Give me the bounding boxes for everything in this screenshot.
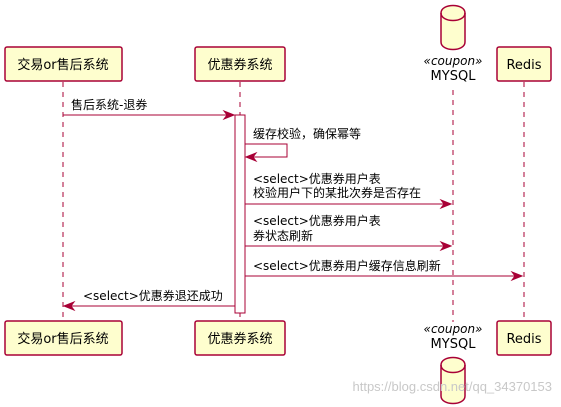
participant-mysql-label: MYSQL: [431, 337, 477, 352]
participant-mysql-bottom: «coupon» MYSQL: [424, 322, 483, 405]
message-label-line1: <select>优惠券用户表: [253, 213, 381, 228]
participant-redis-bottom: Redis: [496, 320, 552, 356]
participant-coupon-label: 优惠券系统: [207, 331, 272, 347]
message-label-line1: <select>优惠券用户表: [253, 171, 381, 186]
message-refresh-status: <select>优惠券用户表 券状态刷新: [245, 213, 453, 252]
participant-coupon-label: 优惠券系统: [207, 57, 272, 73]
message-verify-coupon: <select>优惠券用户表 校验用户下的某批次券是否存在: [245, 171, 453, 210]
participant-redis-label: Redis: [506, 58, 541, 73]
participant-trade-top: 交易or售后系统: [4, 46, 123, 82]
message-label-line2: 券状态刷新: [253, 228, 313, 243]
participant-trade-label: 交易or售后系统: [17, 331, 108, 347]
message-cache-check: 缓存校验，确保幂等: [244, 126, 361, 163]
participant-trade-label: 交易or售后系统: [17, 57, 108, 73]
participant-mysql-label: MYSQL: [431, 69, 477, 84]
message-refund-success: <select>优惠券退还成功: [62, 288, 235, 312]
participant-mysql-stereotype: «coupon»: [424, 54, 483, 68]
message-refund-request: 售后系统-退券: [63, 97, 236, 121]
activation-bar: [234, 114, 246, 314]
watermark-text: https://blog.csdn.net/qq_34370153: [353, 379, 553, 394]
message-refresh-cache: <select>优惠券用户缓存信息刷新: [245, 258, 524, 282]
participant-coupon-bottom: 优惠券系统: [194, 320, 286, 356]
message-label: 售后系统-退券: [71, 97, 147, 112]
message-label-line2: 校验用户下的某批次券是否存在: [253, 185, 421, 200]
participant-mysql-stereotype: «coupon»: [424, 322, 483, 336]
participant-trade-bottom: 交易or售后系统: [4, 320, 123, 356]
participant-redis-top: Redis: [496, 46, 552, 82]
participant-mysql-top: «coupon» MYSQL: [424, 4, 483, 84]
message-label: <select>优惠券退还成功: [83, 288, 223, 303]
message-label: <select>优惠券用户缓存信息刷新: [253, 258, 441, 273]
participant-redis-label: Redis: [506, 332, 541, 347]
participant-coupon-top: 优惠券系统: [194, 46, 286, 82]
message-label: 缓存校验，确保幂等: [253, 126, 361, 141]
